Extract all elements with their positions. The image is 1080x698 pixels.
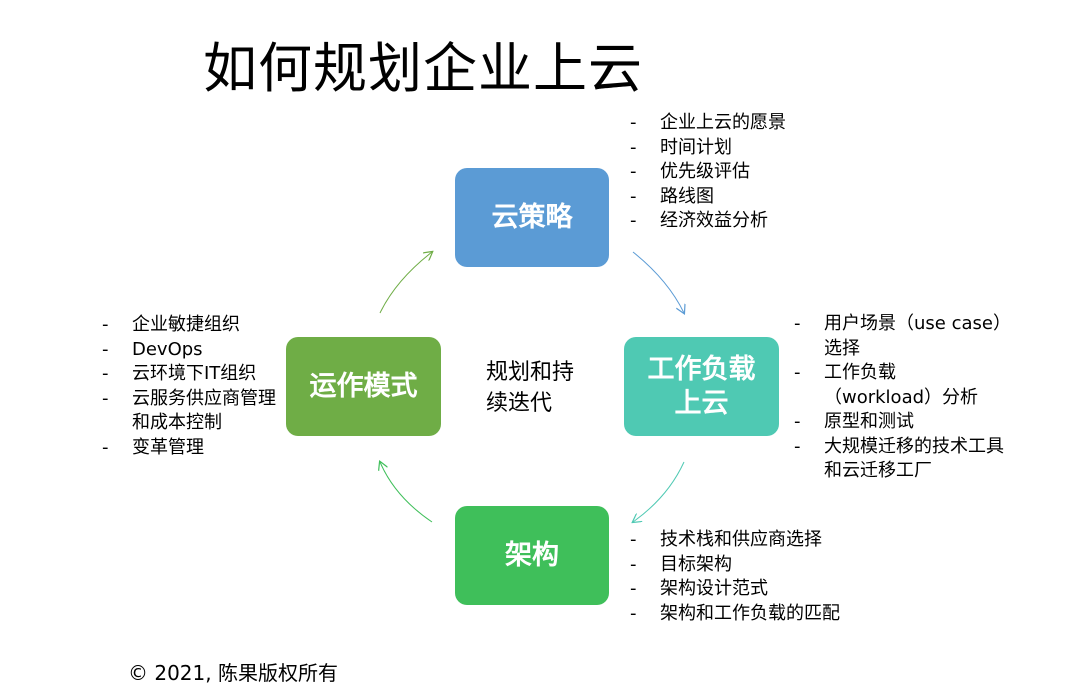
list-item: 架构和工作负载的匹配 (630, 602, 910, 627)
strategy-items: 企业上云的愿景 时间计划 优先级评估 路线图 经济效益分析 (630, 111, 890, 234)
list-item: 云环境下IT组织 (102, 362, 292, 387)
node-operating-model: 运作模式 (286, 337, 441, 436)
arrow-strategy-to-workload (632, 251, 684, 313)
center-label-line: 规划和持 (486, 360, 575, 385)
operating-model-items: 企业敏捷组织 DevOps 云环境下IT组织 云服务供应商管理和成本控制 变革管… (102, 313, 292, 460)
node-label-line: 工作负载 (647, 353, 756, 385)
arrow-workload-to-arch (633, 461, 685, 522)
node-architecture: 架构 (455, 506, 609, 605)
list-item: 工作负载（workload）分析 (794, 361, 1004, 410)
page-title: 如何规划企业上云 (203, 37, 643, 100)
arrow-arch-to-ops (380, 462, 433, 523)
architecture-items: 技术栈和供应商选择 目标架构 架构设计范式 架构和工作负载的匹配 (630, 528, 910, 626)
list-item: 经济效益分析 (630, 209, 890, 234)
center-label-line: 续迭代 (486, 390, 553, 416)
node-label-line: 上云 (674, 387, 729, 419)
list-item: 变革管理 (102, 436, 292, 461)
copyright-notice: © 2021, 陈果版权所有 (128, 661, 338, 685)
list-item: 原型和测试 (794, 410, 1004, 435)
list-item: 企业敏捷组织 (102, 313, 292, 338)
list-item: 云服务供应商管理和成本控制 (102, 387, 292, 436)
list-item: DevOps (102, 338, 292, 363)
list-item: 架构设计范式 (630, 577, 910, 602)
list-item: 大规模迁移的技术工具和云迁移工厂 (794, 435, 1004, 484)
node-cloud-strategy: 云策略 (455, 168, 609, 267)
node-label: 云策略 (491, 201, 573, 233)
list-item: 用户场景（use case）选择 (794, 312, 1004, 361)
list-item: 路线图 (630, 185, 890, 210)
node-label: 架构 (505, 539, 559, 571)
arrow-ops-to-strategy (379, 252, 432, 314)
list-item: 时间计划 (630, 136, 890, 161)
list-item: 企业上云的愿景 (630, 111, 890, 136)
center-label: 规划和持 续迭代 (486, 358, 596, 420)
list-item: 目标架构 (630, 553, 910, 578)
node-label: 运作模式 (309, 370, 418, 402)
list-item: 技术栈和供应商选择 (630, 528, 910, 553)
node-workload-migration: 工作负载 上云 (624, 337, 779, 436)
workload-items: 用户场景（use case）选择 工作负载（workload）分析 原型和测试 … (794, 312, 1004, 484)
list-item: 优先级评估 (630, 160, 890, 185)
